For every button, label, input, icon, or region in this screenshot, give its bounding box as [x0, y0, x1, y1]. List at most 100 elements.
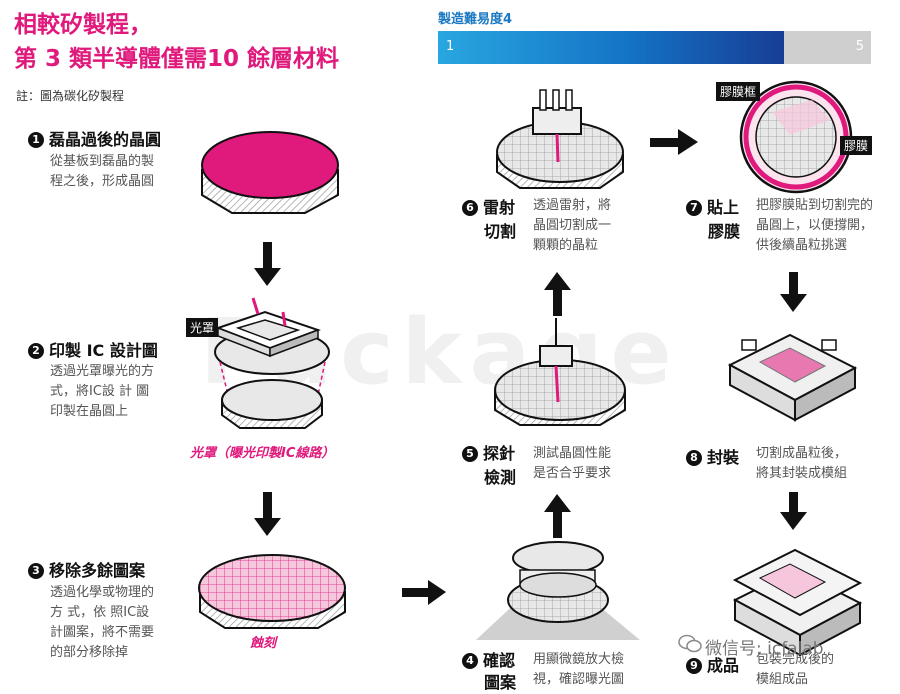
- step4-desc: 用顯微鏡放大檢 視，確認曝光圖: [533, 650, 624, 690]
- step4-title: 4 確認圖案: [462, 650, 516, 694]
- module-stack-illustration: [732, 548, 863, 657]
- step6-title-l2: 切割: [484, 222, 517, 241]
- step1-title: 1 磊晶過後的晶圓: [28, 126, 161, 150]
- step8-desc: 切割成晶粒後， 將其封裝成模組: [756, 444, 847, 484]
- mask-label: 光罩: [186, 318, 219, 337]
- step7-desc-line: 把膠膜貼到切割完的: [756, 198, 874, 213]
- title-line-2: 第 3 類半導體僅需10 餘層材料: [14, 46, 340, 72]
- step1-desc-line: 程之後，形成晶圓: [50, 174, 155, 189]
- difficulty-max: 5: [855, 39, 864, 54]
- note: 註：圖為碳化矽製程: [16, 89, 125, 103]
- arrow-down-3: [780, 272, 807, 312]
- step2-title: 2 印製 IC 設計圖: [28, 337, 158, 361]
- step8-number: 8: [686, 450, 702, 466]
- step8-desc-line: 切割成晶粒後，: [756, 446, 848, 461]
- step6-desc: 透過雷射，將 晶圓切割成一 顆顆的晶粒: [533, 196, 611, 256]
- arrow-right-top: [650, 129, 698, 155]
- step3-desc-line: 方 式，依 照IC設: [50, 605, 150, 620]
- step1-desc: 從基板到磊晶的製 程之後，形成晶圓: [50, 152, 154, 192]
- step1-number: 1: [28, 132, 44, 148]
- step6-title: 6 雷射切割: [462, 196, 516, 244]
- step9-title: 9 成品: [686, 652, 739, 676]
- wechat-icon: [678, 634, 702, 653]
- step6-desc-line: 晶圓切割成一: [533, 218, 612, 233]
- step3-desc: 透過化學或物理的 方 式，依 照IC設 計圖案，將不需要 的部分移除掉: [50, 583, 154, 663]
- step9-desc-line: 模組成品: [756, 672, 809, 687]
- difficulty-rest: [784, 31, 871, 64]
- step2-title-text: 印製 IC 設計圖: [49, 341, 158, 360]
- arrow-down-1: [254, 242, 281, 286]
- etch-tag: 蝕刻: [250, 636, 277, 651]
- difficulty-bar: 1 5: [438, 31, 871, 64]
- step3-title-text: 移除多餘圖案: [49, 561, 146, 580]
- step5-title-l1: 探針: [483, 444, 516, 463]
- step8-title-text: 封裝: [707, 448, 740, 467]
- mask-illustration: [214, 297, 330, 429]
- arrow-right: [402, 580, 446, 605]
- step5-desc-line: 是否合乎要求: [533, 466, 612, 481]
- package-illustration: [727, 333, 858, 422]
- etched-wafer-illustration: [198, 554, 346, 629]
- arrow-down-4: [780, 492, 807, 530]
- step1-title-text: 磊晶過後的晶圓: [49, 130, 162, 149]
- step9-desc: 包裝完成後的 模組成品: [756, 650, 834, 690]
- step2-desc-line: 印製在晶圓上: [50, 404, 129, 419]
- step2-desc-line: 式，將IC設 計 圖: [50, 384, 150, 399]
- difficulty-min: 1: [446, 39, 455, 54]
- step4-title-l2: 圖案: [484, 673, 517, 692]
- step9-title-text: 成品: [707, 656, 740, 675]
- step2-desc: 透過光罩曝光的方 式，將IC設 計 圖 印製在晶圓上: [50, 362, 154, 422]
- step1-desc-line: 從基板到磊晶的製: [50, 154, 155, 169]
- step7-title: 7 貼上膠膜: [686, 196, 740, 244]
- microscope-illustration: [476, 541, 640, 640]
- step9-number: 9: [686, 658, 702, 674]
- step7-title-l2: 膠膜: [708, 222, 741, 241]
- step3-number: 3: [28, 563, 44, 579]
- arrow-up-1: [544, 494, 571, 538]
- step8-title: 8 封裝: [686, 444, 739, 468]
- step6-title-l1: 雷射: [483, 198, 516, 217]
- arrow-up-2: [544, 272, 571, 316]
- step4-number: 4: [462, 653, 478, 669]
- step9-desc-line: 包裝完成後的: [756, 652, 835, 667]
- step8-desc-line: 將其封裝成模組: [756, 466, 848, 481]
- step3-desc-line: 的部分移除掉: [50, 645, 129, 660]
- step4-desc-line: 用顯微鏡放大檢: [533, 652, 625, 667]
- wechat-watermark: 微信号: icfalab: [705, 639, 824, 659]
- step5-title-l2: 檢測: [484, 468, 517, 487]
- step4-desc-line: 視，確認曝光圖: [533, 672, 625, 687]
- step5-number: 5: [462, 446, 478, 462]
- step7-desc-line: 晶圓上，以便撐開，: [756, 218, 874, 233]
- step3-title: 3 移除多餘圖案: [28, 557, 145, 581]
- step6-desc-line: 顆顆的晶粒: [533, 238, 599, 253]
- difficulty-label-text: 製造難易度: [438, 12, 504, 27]
- step5-desc-line: 測試晶圓性能: [533, 446, 612, 461]
- step3-desc-line: 透過化學或物理的: [50, 585, 155, 600]
- step7-number: 7: [686, 200, 702, 216]
- probe-illustration: [494, 318, 626, 426]
- step4-title-l1: 確認: [483, 651, 516, 670]
- step6-number: 6: [462, 200, 478, 216]
- step5-desc: 測試晶圓性能 是否合乎要求: [533, 444, 611, 484]
- film-frame-illustration: [739, 80, 853, 194]
- step2-desc-line: 透過光罩曝光的方: [50, 364, 155, 379]
- difficulty-value: 4: [503, 12, 513, 27]
- arrow-down-2: [254, 492, 281, 536]
- step7-desc: 把膠膜貼到切割完的 晶圓上，以便撐開， 供後續晶粒挑選: [756, 196, 873, 256]
- step6-desc-line: 透過雷射，將: [533, 198, 612, 213]
- mask-tag: 光罩（曝光印製IC線路）: [190, 446, 335, 461]
- step5-title: 5 探針檢測: [462, 442, 516, 490]
- difficulty-label: 製造難易度4: [438, 8, 512, 27]
- page-title: 相較矽製程， 第 3 類半導體僅需10 餘層材料: [14, 8, 339, 76]
- step3-desc-line: 計圖案，將不需要: [50, 625, 155, 640]
- step7-desc-line: 供後續晶粒挑選: [756, 238, 848, 253]
- title-line-1: 相較矽製程，: [14, 12, 152, 38]
- difficulty-fill: [438, 31, 784, 64]
- step7-title-l1: 貼上: [707, 198, 740, 217]
- wafer-step1-illustration: [201, 131, 339, 214]
- film-frame-label: 膠膜框: [716, 82, 761, 101]
- film-label: 膠膜: [840, 136, 873, 155]
- laser-illustration: [496, 89, 624, 189]
- step2-number: 2: [28, 343, 44, 359]
